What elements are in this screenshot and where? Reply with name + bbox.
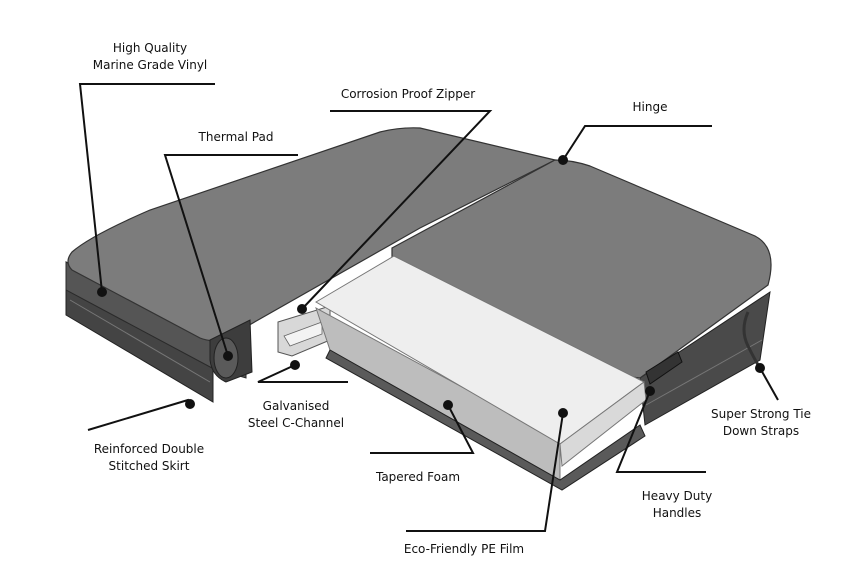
leader-skirt	[87, 398, 191, 431]
leader-dots	[97, 155, 765, 418]
c-channel-inner	[283, 321, 323, 347]
label-hinge: Hinge	[620, 99, 680, 116]
tie-down-strap[interactable]	[742, 311, 762, 369]
label-marine-vinyl: High Quality Marine Grade Vinyl	[84, 40, 216, 74]
label-c-channel: Galvanised Steel C-Channel	[234, 398, 358, 432]
dot-zipper	[297, 304, 307, 314]
label-c-channel-line2: Steel C-Channel	[247, 416, 345, 430]
handle[interactable]	[645, 351, 683, 385]
label-zipper-line1: Corrosion Proof Zipper	[340, 87, 476, 101]
leader-hinge	[562, 125, 712, 161]
label-handles-line1: Heavy Duty	[641, 489, 713, 503]
foam-bottom-skirt	[325, 349, 646, 491]
dot-marine-vinyl	[97, 287, 107, 297]
label-thermal-pad: Thermal Pad	[186, 129, 286, 146]
dot-handles	[645, 386, 655, 396]
label-c-channel-line1: Galvanised	[262, 399, 330, 413]
leader-marine-vinyl	[78, 83, 215, 293]
leader-pe-film	[406, 412, 564, 532]
label-handles: Heavy Duty Handles	[632, 488, 722, 522]
dot-thermal-pad	[223, 351, 233, 361]
leader-thermal-pad	[163, 154, 298, 357]
leader-tapered-foam	[370, 404, 475, 454]
label-tapered-foam: Tapered Foam	[370, 469, 466, 486]
label-skirt: Reinforced Double Stitched Skirt	[84, 441, 214, 475]
dot-c-channel	[290, 360, 300, 370]
label-tie-down-line1: Super Strong Tie	[710, 407, 812, 421]
dot-pe-film	[558, 408, 568, 418]
label-handles-line2: Handles	[652, 506, 702, 520]
label-marine-vinyl-line2: Marine Grade Vinyl	[92, 58, 208, 72]
left-panel	[65, 127, 557, 403]
label-hinge-line1: Hinge	[632, 100, 668, 114]
left-panel-top	[67, 127, 557, 342]
dot-hinge	[558, 155, 568, 165]
label-marine-vinyl-line1: High Quality	[112, 41, 188, 55]
right-panel-skirt-stitch	[645, 339, 763, 406]
label-skirt-line1: Reinforced Double	[93, 442, 205, 456]
label-pe-film-line1: Eco-Friendly PE Film	[403, 542, 525, 556]
leader-tie-down	[759, 367, 779, 401]
left-skirt-stitch	[69, 299, 211, 383]
label-thermal-pad-line1: Thermal Pad	[198, 130, 274, 144]
dot-tie-down	[755, 363, 765, 373]
label-zipper: Corrosion Proof Zipper	[336, 86, 480, 103]
label-skirt-line2: Stitched Skirt	[108, 459, 190, 473]
label-tie-down-line2: Down Straps	[722, 424, 800, 438]
dot-tapered-foam	[443, 400, 453, 410]
label-tapered-foam-line1: Tapered Foam	[375, 470, 461, 484]
foam-core	[315, 255, 647, 491]
label-pe-film: Eco-Friendly PE Film	[392, 541, 536, 558]
label-tie-down: Super Strong Tie Down Straps	[700, 406, 822, 440]
right-panel	[391, 159, 772, 426]
leader-zipper	[301, 110, 493, 310]
dot-skirt	[185, 399, 195, 409]
leader-c-channel	[257, 364, 348, 383]
leader-lines	[78, 83, 779, 532]
leader-handles	[615, 390, 706, 473]
